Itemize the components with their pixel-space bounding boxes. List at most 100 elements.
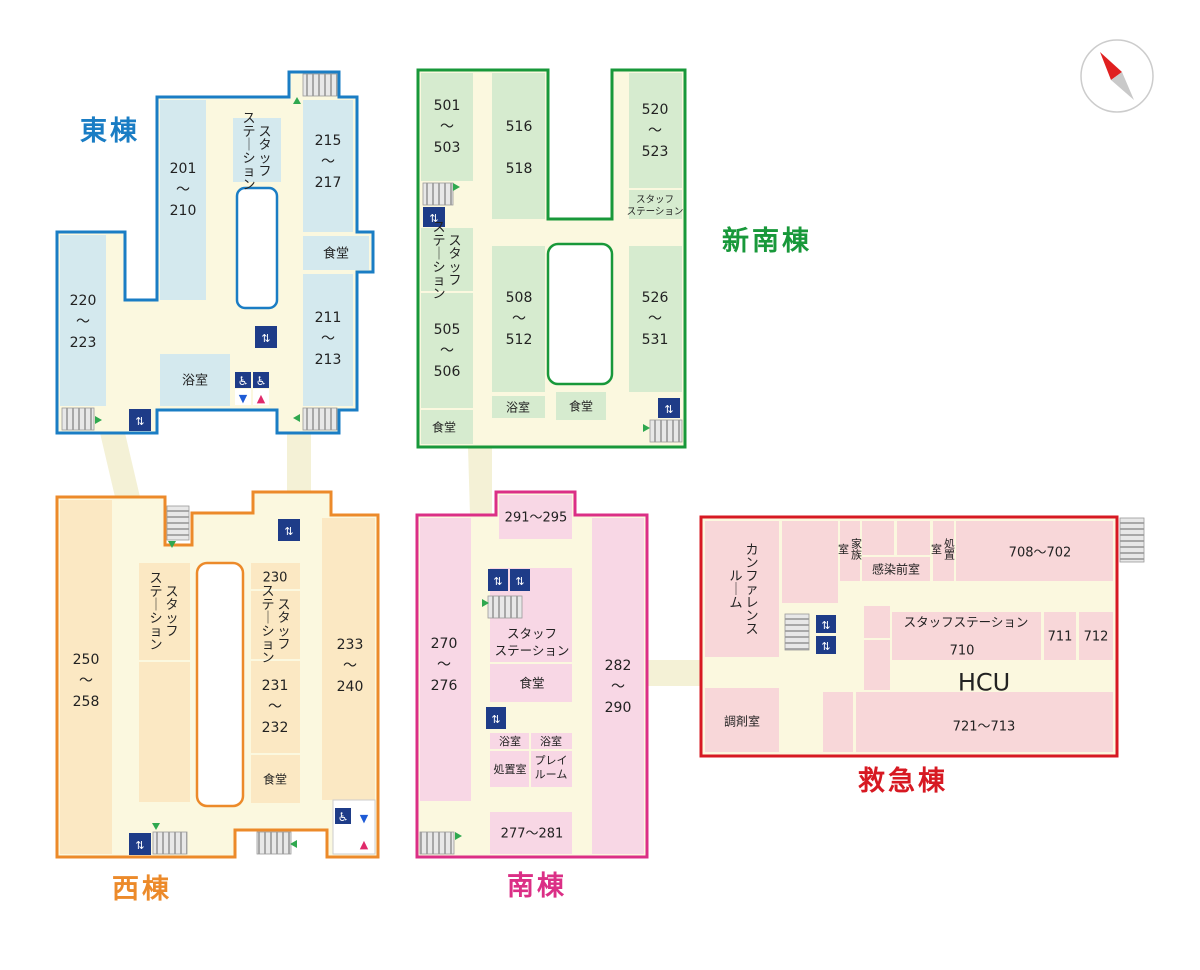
entrance-arrow-icon — [643, 424, 650, 432]
room-label: 708〜702 — [1009, 546, 1072, 561]
room-label: カンファレンスル｜ム — [729, 543, 758, 638]
room-label: 家族室 — [838, 536, 862, 561]
room-label: 516 518 — [506, 119, 533, 177]
room-label: 277〜281 — [501, 827, 564, 842]
svg-text:♿: ♿ — [238, 374, 249, 388]
svg-text:♿: ♿ — [256, 374, 267, 388]
svg-text:⇅: ⇅ — [135, 415, 144, 428]
east-courtyard — [235, 186, 279, 310]
wheelchair-toilet-icon — [253, 372, 269, 388]
room-label: 浴室 — [540, 734, 562, 748]
room-label: 処置室 — [931, 537, 955, 561]
elevator-icon — [486, 707, 506, 729]
room-label: 508〜512 — [506, 290, 533, 348]
room-label: スタッフステ｜ション — [149, 572, 178, 653]
emergency-wing — [699, 515, 1119, 758]
elevator-icon — [129, 833, 151, 855]
stairs-icon — [152, 831, 188, 855]
womens-toilet-icon: ▲ — [257, 392, 266, 405]
wheelchair-toilet-icon — [235, 372, 251, 388]
elevator-icon — [423, 207, 445, 227]
room-label: スタッフステ｜ション — [242, 112, 271, 193]
elevator-icon — [658, 398, 680, 418]
room-label: 721〜713 — [953, 720, 1016, 735]
room-label: 調剤室 — [724, 713, 760, 728]
room-label: 526〜531 — [642, 290, 669, 348]
compass-icon — [1080, 39, 1154, 113]
room-labels: 201〜210215〜217211〜213220〜223スタッフステ｜ション食堂… — [70, 98, 1109, 905]
entrance-arrow-icon — [290, 840, 297, 848]
entrance-arrow-icon — [168, 541, 176, 548]
room-label: 215〜217 — [315, 133, 342, 191]
room-label: HCU — [958, 669, 1010, 697]
svg-text:⇅: ⇅ — [491, 713, 500, 726]
room-label: 浴室 — [182, 373, 208, 389]
wing-title: 東棟 — [80, 116, 140, 147]
room-label: 250〜258 — [73, 652, 100, 710]
room-label: 220〜223 — [70, 293, 97, 351]
room-label: スタッフステーション — [627, 194, 684, 217]
stairs-icon — [61, 407, 95, 431]
room-label: 感染前室 — [872, 561, 920, 576]
wing-title: 南棟 — [507, 871, 567, 902]
room-label: 520〜523 — [642, 102, 669, 160]
elevator-icon — [278, 519, 300, 541]
room-label: 浴室 — [506, 399, 530, 414]
room-label: 231〜232 — [262, 678, 289, 736]
elevator-icon — [255, 326, 277, 348]
entrance-arrow-icon — [293, 414, 300, 422]
wing-title: 西棟 — [112, 874, 172, 905]
room-label: 浴室 — [499, 734, 521, 748]
svg-text:♿: ♿ — [338, 810, 349, 824]
east-wing-outline — [55, 70, 375, 435]
svg-text:⇅: ⇅ — [493, 575, 502, 588]
svg-text:⇅: ⇅ — [135, 839, 144, 852]
room-label: スタッフステーション — [904, 615, 1029, 630]
elevator-icon — [129, 409, 151, 431]
elevator-icon — [816, 615, 836, 633]
entrance-arrows — [95, 97, 650, 848]
womens-toilet-icon: ▲ — [360, 838, 369, 851]
new-south-courtyard — [546, 242, 614, 386]
wing-title: 救急棟 — [858, 765, 948, 797]
east-wing — [55, 70, 375, 435]
stairs-icon — [649, 419, 683, 443]
room-label: 711 — [1048, 630, 1073, 645]
room-label: 712 — [1084, 630, 1109, 645]
entrance-arrow-icon — [455, 832, 462, 840]
elevator-icon — [816, 636, 836, 654]
stairs-icon — [487, 595, 523, 619]
stairs-icons — [61, 73, 1145, 855]
room-label: 270〜276 — [431, 636, 458, 694]
entrance-arrow-icon — [293, 97, 301, 104]
room-label: 710 — [950, 644, 975, 659]
stairs-icon — [419, 831, 455, 855]
entrance-arrow-icon — [152, 823, 160, 830]
svg-text:⇅: ⇅ — [821, 640, 830, 653]
stairs-icon — [422, 182, 454, 206]
stairs-icon — [302, 407, 338, 431]
entrance-arrow-icon — [482, 599, 489, 607]
svg-text:⇅: ⇅ — [664, 403, 673, 416]
room-label: 食堂 — [263, 771, 287, 786]
room-label: スタッフステ｜ション — [261, 585, 290, 666]
elevator-icon — [488, 569, 508, 591]
room-label: 食堂 — [519, 676, 544, 691]
svg-text:⇅: ⇅ — [821, 619, 830, 632]
new-south-wing — [416, 68, 687, 449]
west-courtyard — [195, 561, 245, 808]
room-label: スタッフステ｜ション — [432, 221, 461, 302]
room-label: 処置室 — [494, 762, 527, 776]
room-label: 282〜290 — [605, 658, 632, 716]
mens-toilet-icon: ▼ — [239, 392, 248, 405]
south-wing — [415, 490, 649, 859]
elevator-icon — [510, 569, 530, 591]
elevator-icons: ⇅ ⇅ ⇅ ⇅ ⇅ ⇅ ⇅ ⇅ ⇅ ⇅ ⇅ — [129, 207, 836, 855]
stairs-icon — [256, 831, 292, 855]
stairs-icon — [166, 505, 190, 541]
entrance-arrow-icon — [95, 416, 102, 424]
room-label: 230 — [263, 571, 288, 586]
room-label: プレイルーム — [535, 754, 568, 781]
svg-text:⇅: ⇅ — [429, 212, 438, 225]
